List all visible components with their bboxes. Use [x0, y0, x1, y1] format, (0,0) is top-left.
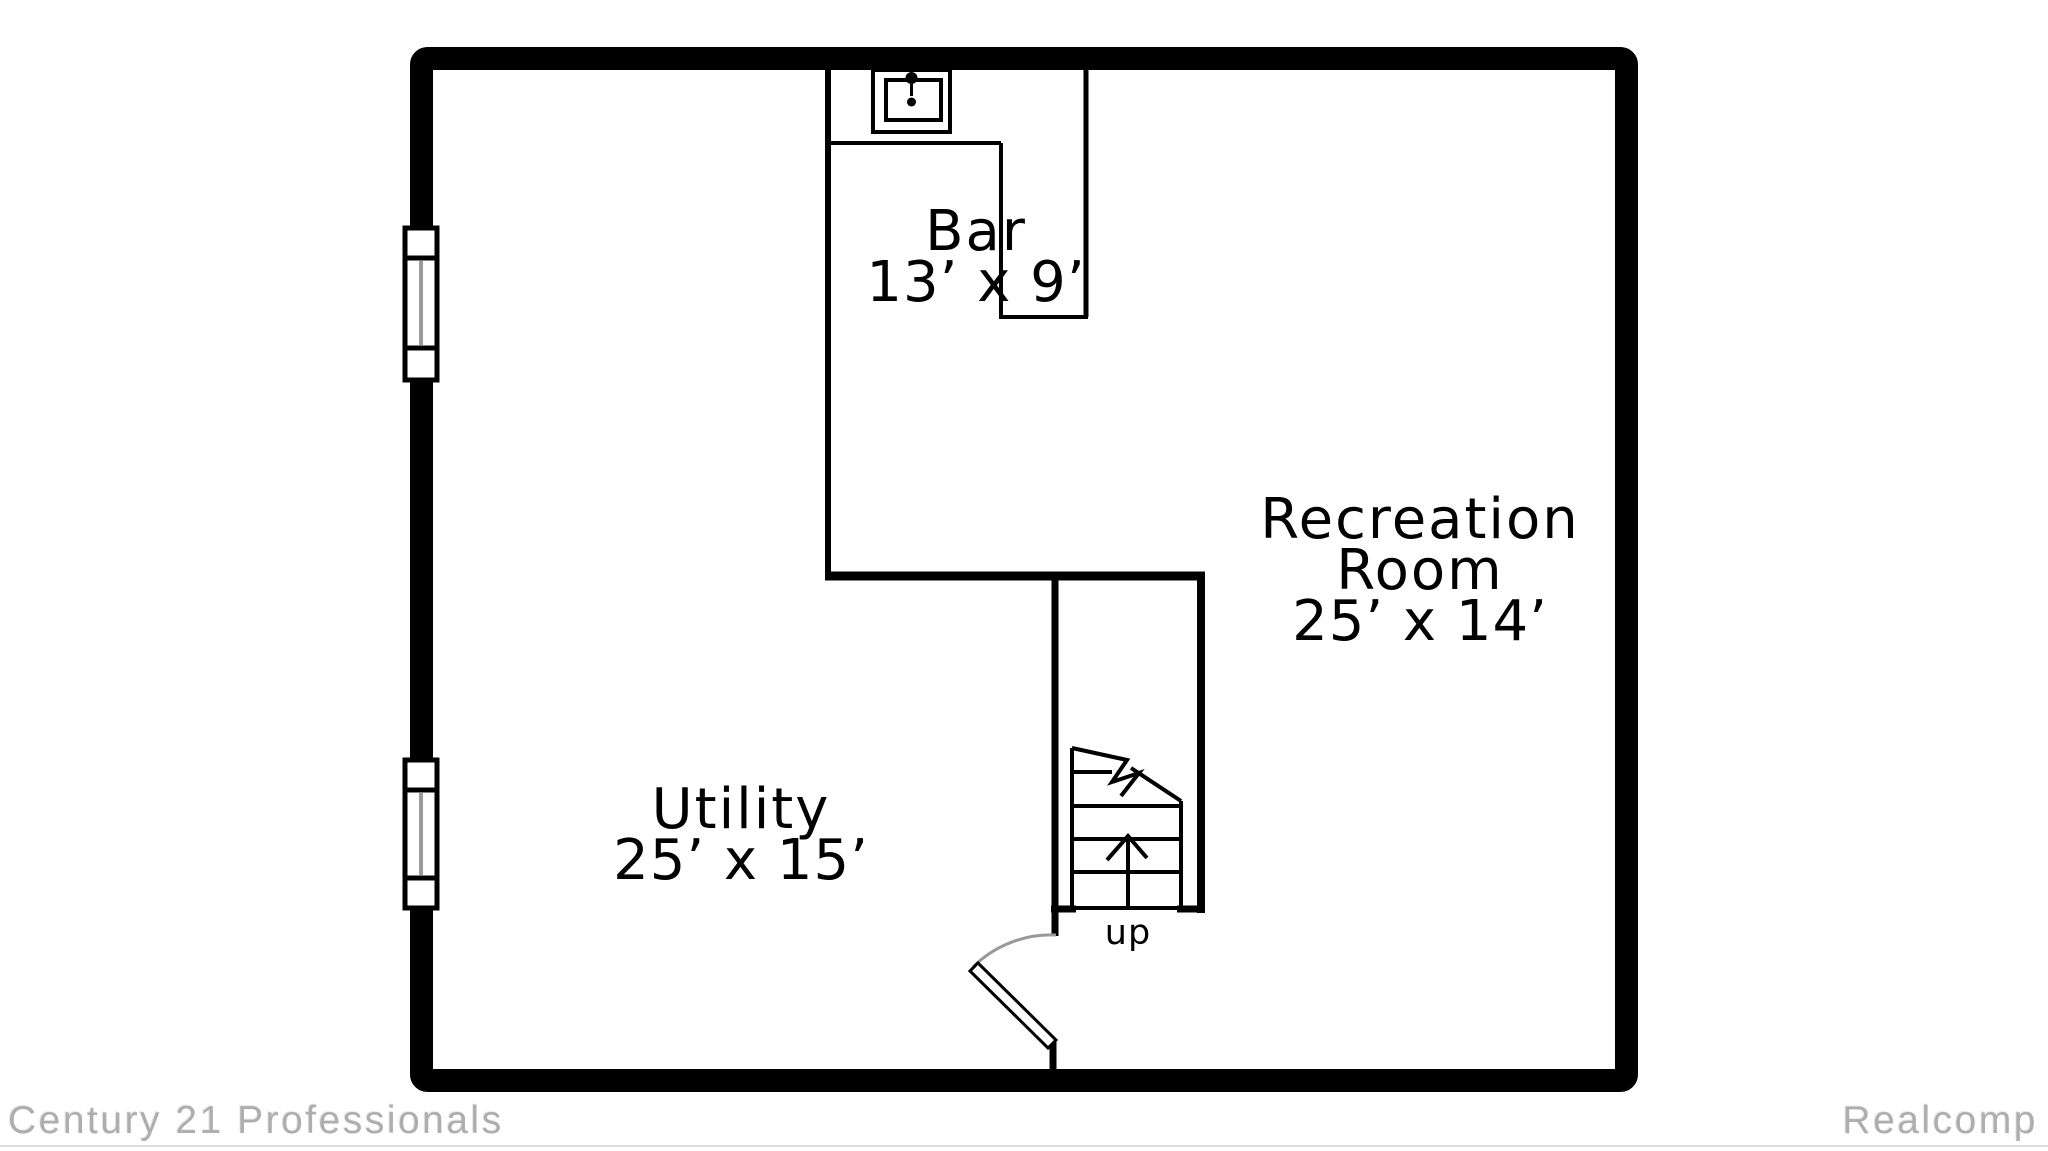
- room-name: Bar: [925, 199, 1027, 264]
- room-name: Recreation: [1260, 487, 1580, 552]
- window-icon-lower: [402, 757, 440, 911]
- brokerage-watermark: Century 21 Professionals: [8, 1099, 504, 1142]
- room-dimensions: 25’ x 15’: [613, 828, 869, 893]
- sink-icon: [871, 68, 952, 134]
- realcomp-watermark: Realcomp: [1842, 1099, 2038, 1142]
- door-swing-arc: [971, 933, 1057, 969]
- window-icon-upper: [402, 225, 440, 383]
- room-dimensions: 13’ x 9’: [866, 250, 1086, 315]
- bar-room-label: Bar 13’ x 9’: [866, 199, 1086, 315]
- staircase-icon: [1070, 746, 1183, 910]
- recreation-room-label: Recreation Room 25’ x 14’: [1260, 487, 1580, 654]
- exterior-wall: [410, 47, 1638, 1092]
- room-dimensions: 25’ x 14’: [1292, 589, 1548, 654]
- sink-faucet-dot: [905, 72, 918, 84]
- sink-drain-dot: [907, 97, 916, 107]
- door-leaf: [967, 960, 1059, 1051]
- room-name: Room: [1336, 538, 1504, 603]
- utility-room-label: Utility 25’ x 15’: [613, 777, 869, 893]
- door-icon: [967, 933, 1059, 1051]
- window-frame: [402, 757, 440, 911]
- room-name: Utility: [651, 777, 831, 842]
- page-bottom-divider: [0, 1145, 2048, 1147]
- stair-break-icon: [1071, 746, 1183, 803]
- up-arrow-icon: [1105, 832, 1149, 862]
- stairs-direction-label: up: [1104, 913, 1152, 953]
